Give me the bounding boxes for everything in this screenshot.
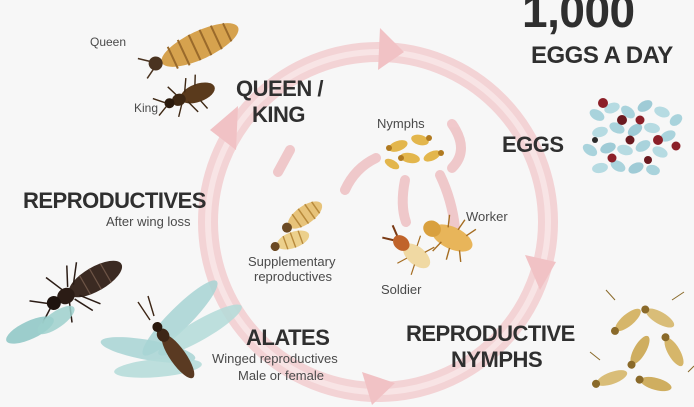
cycle-arrow-top	[378, 28, 404, 70]
queen-termite	[138, 15, 244, 84]
headline-text: EGGS A DAY	[531, 44, 673, 68]
queen-king-title-line1: QUEEN /	[236, 78, 323, 100]
reproductive-nymphs-title-line2: NYMPHS	[451, 349, 542, 371]
alates-title: ALATES	[246, 327, 329, 349]
king-termite	[150, 70, 221, 125]
worker-label: Worker	[466, 210, 508, 223]
supplementary-label-line2: reproductives	[254, 270, 332, 283]
nymph-termites	[383, 133, 444, 172]
headline-number: 1,000	[522, 0, 635, 34]
reproductives-title: REPRODUCTIVES	[23, 190, 206, 212]
supplementary-reproductive-termites	[268, 196, 326, 255]
supplementary-label-line1: Supplementary	[248, 255, 335, 268]
eggs-cluster	[581, 98, 685, 177]
soldier-label: Soldier	[381, 283, 421, 296]
shed-wings	[3, 301, 79, 349]
reproductive-nymphs-title-line1: REPRODUCTIVE	[406, 323, 575, 345]
nymphs-label: Nymphs	[377, 117, 425, 130]
alates-subtitle-line1: Winged reproductives	[212, 352, 338, 365]
reproductive-nymph-termites	[590, 290, 694, 394]
king-label: King	[134, 102, 158, 114]
alates-subtitle-line2: Male or female	[238, 369, 324, 382]
reproductives-subtitle: After wing loss	[106, 215, 191, 228]
queen-king-title-line2: KING	[252, 104, 305, 126]
eggs-title: EGGS	[502, 134, 564, 156]
queen-label: Queen	[90, 36, 126, 48]
